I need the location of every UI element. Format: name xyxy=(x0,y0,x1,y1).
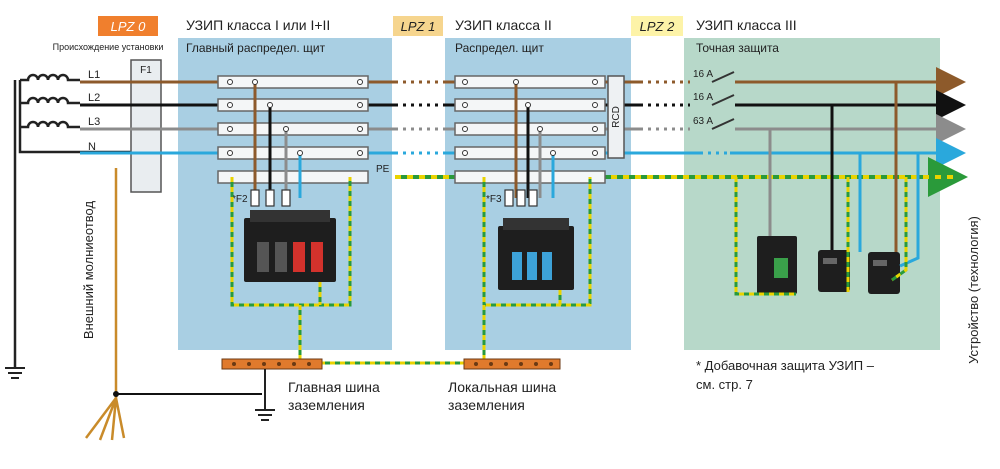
lpz1-tag-bg xyxy=(393,16,443,36)
l1-label: L1 xyxy=(88,69,100,81)
local-bus-label-2: заземления xyxy=(448,397,525,413)
breaker-switches xyxy=(711,71,735,130)
source-ground-icon xyxy=(5,367,25,379)
zone1-title: УЗИП класса I или I+II xyxy=(186,17,330,33)
pe-label: PE xyxy=(376,164,390,175)
zone3-title: УЗИП класса III xyxy=(696,17,797,33)
rcd-label: RCD xyxy=(611,106,622,128)
breaker-1-label: 16 A xyxy=(693,69,713,80)
f3-label: *F3 xyxy=(486,194,502,205)
lpz0-tag: LPZ 0 xyxy=(111,19,146,34)
l3-label: L3 xyxy=(88,116,100,128)
spd-adapter-2 xyxy=(868,252,900,294)
local-earth-bus-bar xyxy=(463,358,561,370)
rcd-device xyxy=(607,75,625,159)
main-bus-label-2: заземления xyxy=(288,397,365,413)
fuses-f3 xyxy=(504,189,538,207)
spd-module-zone2 xyxy=(498,218,574,290)
n-label: N xyxy=(88,141,96,153)
f2-label: *F2 xyxy=(232,194,248,205)
zone2-panel xyxy=(445,38,631,350)
lightning-label: Внешний молниеотвод xyxy=(81,201,96,340)
lpz0-tag-bg xyxy=(98,16,158,36)
zone1-subtitle: Главный распредел. щит xyxy=(186,41,326,55)
main-earth-bus-bar xyxy=(221,358,323,370)
transformer-coils xyxy=(13,73,140,368)
spd-module-zone3 xyxy=(757,236,797,294)
lightning-conductor xyxy=(85,168,126,441)
zone3-panel xyxy=(684,38,940,350)
spd-adapter-1 xyxy=(818,250,850,292)
zone2-title: УЗИП класса II xyxy=(455,17,552,33)
zone3-subtitle: Точная защита xyxy=(696,41,779,55)
lpz2-tag-bg xyxy=(631,16,683,36)
breaker-2-label: 16 A xyxy=(693,92,713,103)
breaker-3-label: 63 A xyxy=(693,116,713,127)
main-ground-icon xyxy=(255,369,275,421)
spd-module-zone1 xyxy=(244,210,336,282)
local-bus-label-1: Локальная шина xyxy=(448,379,556,395)
l2-label: L2 xyxy=(88,92,100,104)
f1-label: F1 xyxy=(140,65,152,76)
main-bus-label-1: Главная шина xyxy=(288,379,380,395)
lpz1-tag: LPZ 1 xyxy=(401,19,436,34)
lpz0-subtitle: Происхождение установки xyxy=(53,42,164,52)
note-line-2: см. стр. 7 xyxy=(696,377,753,392)
note-line-1: * Добавочная защита УЗИП – xyxy=(696,358,875,373)
busbar-rails-zone2 xyxy=(454,75,606,184)
zone2-subtitle: Распредел. щит xyxy=(455,41,544,55)
fuse-box-f1 xyxy=(130,59,162,193)
fuses-f2 xyxy=(250,189,291,207)
lpz2-tag: LPZ 2 xyxy=(640,19,675,34)
device-label: Устройство (технология) xyxy=(966,216,981,364)
junction-dots xyxy=(227,79,598,156)
